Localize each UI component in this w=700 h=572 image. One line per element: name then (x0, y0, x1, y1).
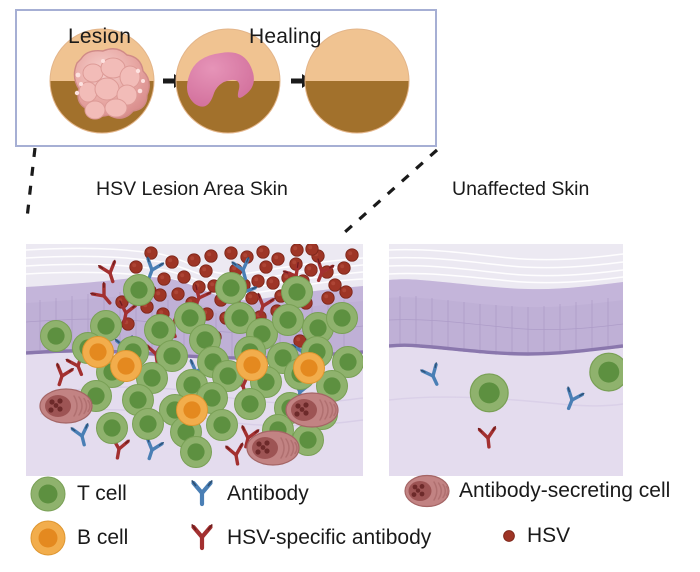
antibody-icon (191, 480, 213, 507)
legend-label-b-cell: B cell (77, 526, 129, 549)
legend-item-antibody-secreting-cell: Antibody-secreting cell (404, 474, 670, 508)
hsv-virion-icon (503, 530, 515, 542)
legend-label-t-cell: T cell (77, 482, 127, 505)
t-cell-icon (30, 476, 66, 512)
legend-label-hsv: HSV (527, 524, 571, 547)
caption-hsv-lesion-area-skin: HSV Lesion Area Skin (96, 178, 288, 200)
legend-item-antibody: Antibody (186, 476, 309, 512)
healing-scab-icon (187, 52, 254, 107)
legend: T cell Antibody (0, 470, 700, 570)
legend-item-t-cell: T cell (28, 474, 127, 514)
legend-item-hsv-specific-antibody: HSV-specific antibody (186, 520, 431, 556)
lesion-timeline-panel: Lesion Healing (15, 9, 437, 147)
lesion-vesicle-cluster-icon (73, 48, 150, 120)
stage-icon-resolved (305, 29, 409, 133)
panel-unaffected-skin (389, 244, 623, 476)
stage-label-healing: Healing (249, 25, 322, 48)
timeline-graphic (49, 28, 410, 134)
caption-unaffected-skin: Unaffected Skin (452, 178, 590, 200)
legend-label-antibody: Antibody (227, 482, 309, 505)
legend-label-hsv-specific-antibody: HSV-specific antibody (227, 526, 432, 549)
panel-hsv-lesion-area (26, 244, 363, 476)
hsv-specific-antibody-icon (191, 524, 213, 551)
stage-label-lesion: Lesion (68, 25, 132, 48)
connector-lines (25, 147, 439, 234)
legend-label-antibody-secreting-cell: Antibody-secreting cell (459, 479, 671, 502)
b-cell-icon (30, 520, 66, 556)
dashed-leader-line-left (25, 147, 37, 219)
legend-item-b-cell: B cell (28, 518, 128, 558)
antibody-secreting-cell-icon (404, 474, 450, 508)
legend-item-hsv: HSV (500, 524, 570, 548)
dashed-leader-line-right (343, 148, 439, 234)
